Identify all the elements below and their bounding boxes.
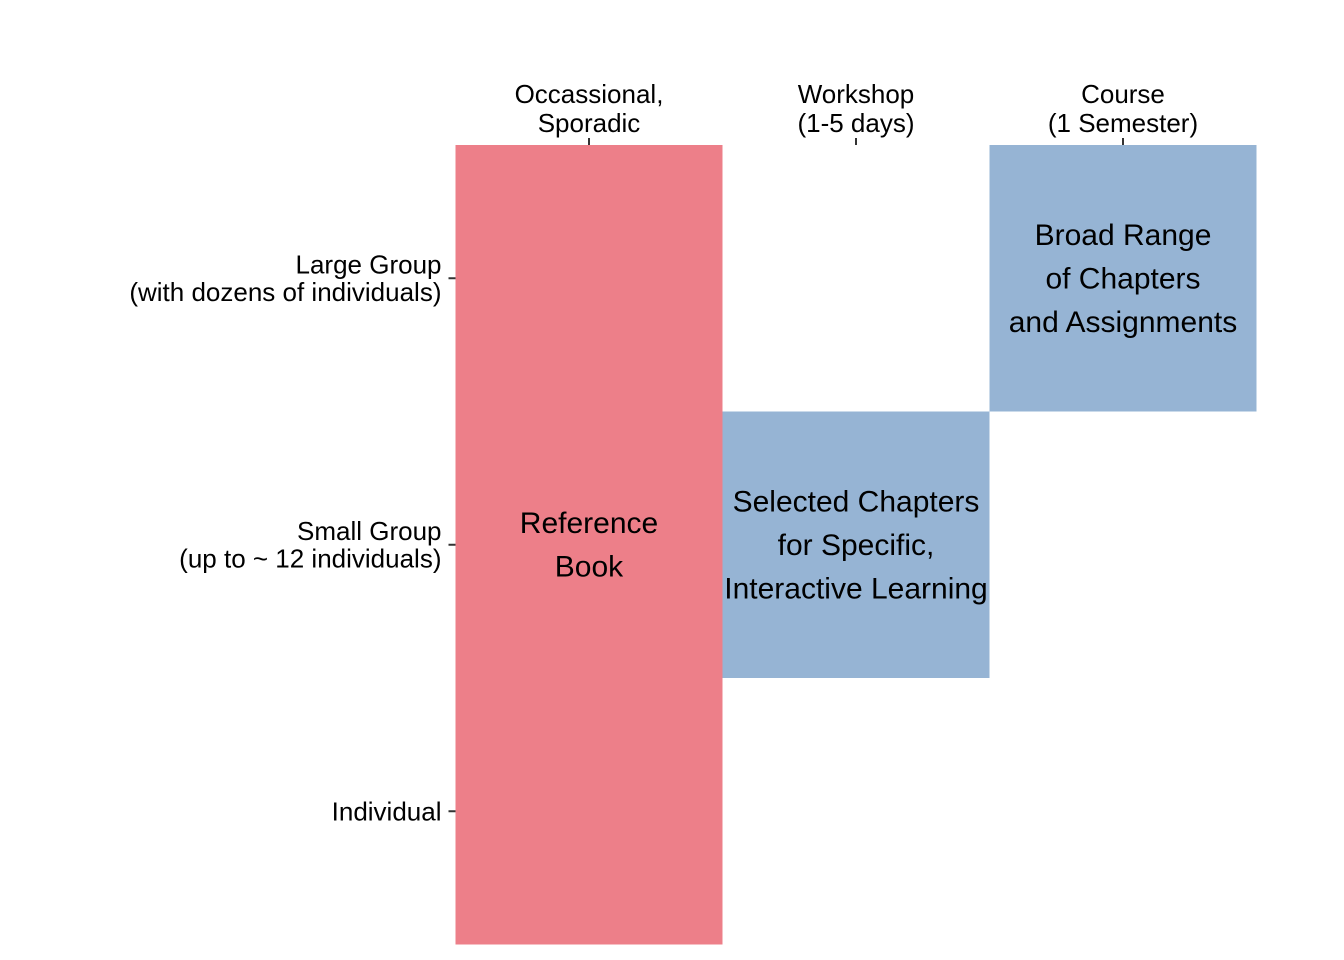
block-broad-range-label: Broad Range of Chapters and Assignments	[1009, 219, 1237, 339]
block-label-line: and Assignments	[1009, 306, 1237, 339]
y-tick-label-large: Large Group(with dozens of individuals)	[129, 250, 441, 308]
block-broad-range: Broad Range of Chapters and Assignments	[989, 145, 1257, 412]
block-label-line: of Chapters	[1045, 262, 1200, 295]
block-reference-book-tile	[455, 145, 723, 945]
block-label-line: Reference	[520, 507, 658, 540]
block-selected-chapters-tile	[722, 411, 990, 678]
x-tick-label-workshop: Workshop(1-5 days)	[797, 79, 914, 138]
x-tick-label-line: Occassional,	[515, 79, 664, 109]
block-label-line: Book	[555, 551, 624, 584]
x-tick-label-line: Course	[1081, 79, 1165, 109]
x-tick-label-line: (1-5 days)	[797, 108, 914, 138]
y-tick-label-individual: Individual	[332, 796, 442, 826]
x-tick-label-line: Workshop	[798, 79, 915, 109]
y-tick-label-line: Large Group	[296, 250, 442, 280]
block-selected-chapters: Selected Chapters for Specific, Interactiv…	[722, 411, 990, 678]
y-tick-label-small: Small Group(up to ~ 12 individuals)	[179, 516, 441, 574]
x-tick-label-occasional: Occassional,Sporadic	[515, 79, 664, 138]
y-tick-label-line: Individual	[332, 796, 442, 826]
y-tick-label-line: Small Group	[297, 516, 442, 546]
y-tick-label-line: (with dozens of individuals)	[129, 277, 441, 307]
block-label-line: Selected Chapters	[733, 485, 980, 518]
block-label-line: for Specific,	[778, 529, 935, 562]
x-tick-label-course: Course(1 Semester)	[1048, 79, 1198, 138]
block-label-line: Interactive Learning	[724, 572, 988, 605]
block-broad-range-tile	[989, 145, 1257, 412]
y-tick-label-line: (up to ~ 12 individuals)	[179, 544, 441, 574]
y-axis: Large Group(with dozens of individuals) S…	[129, 250, 456, 826]
x-tick-label-line: (1 Semester)	[1048, 108, 1198, 138]
block-selected-chapters-label: Selected Chapters for Specific, Interactiv…	[724, 485, 988, 605]
x-axis: Occassional,Sporadic Workshop(1-5 days) Co…	[515, 79, 1198, 145]
x-tick-label-line: Sporadic	[538, 108, 641, 138]
block-label-line: Broad Range	[1035, 219, 1212, 252]
